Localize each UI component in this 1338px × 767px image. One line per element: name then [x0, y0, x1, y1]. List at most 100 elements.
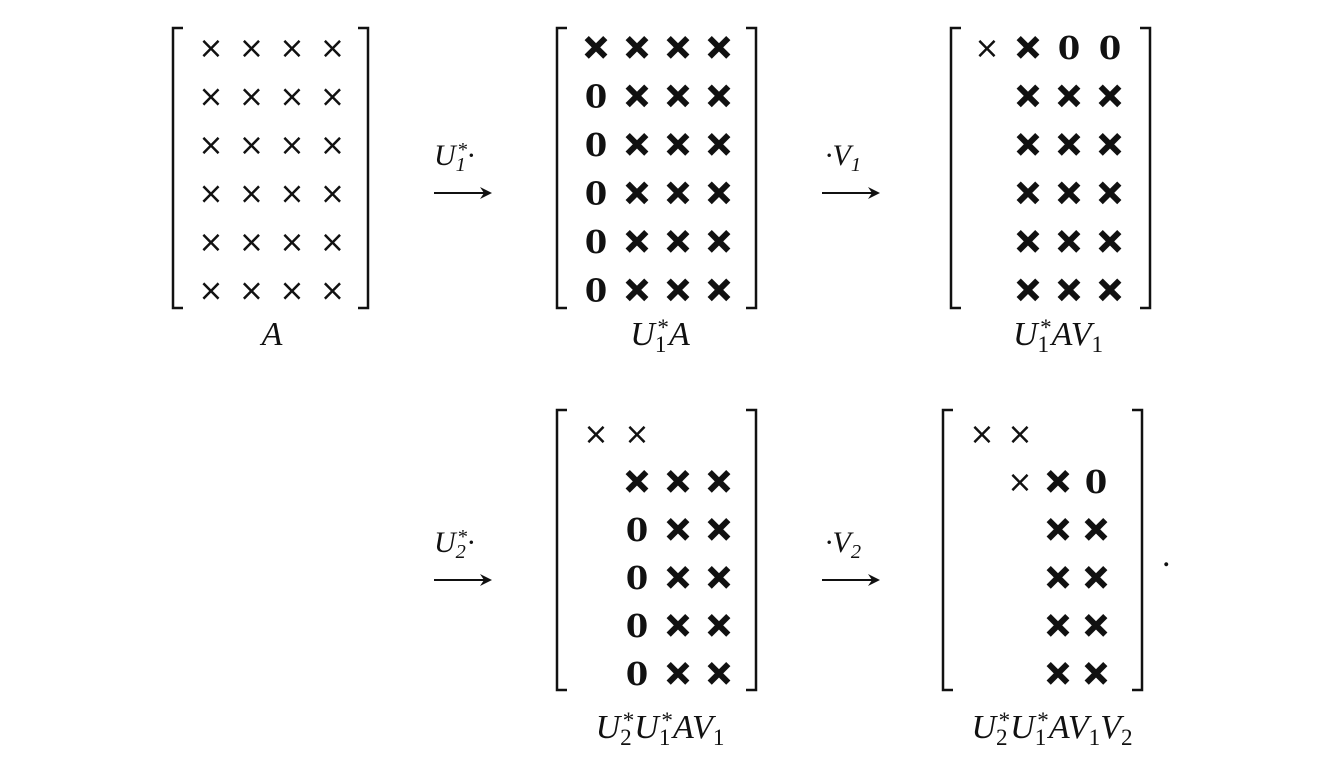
matrix-entry-bold-x: × [705, 653, 734, 693]
matrix-entry-x: × [279, 128, 304, 163]
matrix-entry-bold-x: × [1055, 124, 1084, 164]
matrix-entry-bold-x: × [1014, 76, 1043, 116]
arrow-label: U1*· [434, 139, 475, 176]
matrix-entry-x: × [279, 274, 304, 309]
matrix-entry-bold-x: × [705, 221, 734, 261]
matrix-entry-x: × [624, 417, 649, 452]
matrix-entry-bold-x: × [664, 605, 693, 645]
matrix-entry-bold-x: × [1044, 461, 1073, 501]
matrix-entry-x: × [279, 31, 304, 66]
matrix-entry-x: × [279, 177, 304, 212]
matrix-entry-bold-x: × [1014, 124, 1043, 164]
arrow-label: ·V1 [825, 139, 861, 176]
matrix-entry-bold-x: × [1014, 270, 1043, 310]
matrix-entry-bold-x: × [623, 124, 652, 164]
right-bracket [358, 26, 370, 310]
matrix-entry-zero: 0 [626, 559, 648, 597]
matrix-entry-bold-x: × [705, 605, 734, 645]
arrow-head [480, 187, 492, 199]
matrix-entry-bold-x: × [1055, 270, 1084, 310]
matrix-entry-x: × [1007, 417, 1032, 452]
left-bracket [941, 408, 953, 692]
matrix-entry-x: × [279, 80, 304, 115]
matrix-entry-x: × [198, 31, 223, 66]
matrix-entry-x: × [239, 31, 264, 66]
matrix-caption: U1*A [630, 315, 690, 358]
arrow-head [868, 187, 880, 199]
matrix-entry-bold-x: × [1014, 173, 1043, 213]
matrix-entry-zero: 0 [1058, 29, 1080, 67]
matrix-entry-bold-x: × [623, 461, 652, 501]
matrix-entry-bold-x: × [705, 509, 734, 549]
matrix-entry-bold-x: × [1055, 76, 1084, 116]
matrix-entry-zero: 0 [626, 607, 648, 645]
matrix-entry-x: × [198, 177, 223, 212]
matrix-entry-zero: 0 [585, 126, 607, 164]
matrix-entry-bold-x: × [664, 653, 693, 693]
matrix-entry-x: × [320, 80, 345, 115]
matrix-m2: ××××0×××0×××0×××0×××0×××U1*A [555, 26, 758, 358]
matrix-entry-zero: 0 [1099, 29, 1121, 67]
matrix-caption: U1*AV1 [1013, 315, 1103, 358]
matrix-entry-bold-x: × [1044, 653, 1073, 693]
matrix-m1: ××××××××××××××××××××××××A [171, 26, 370, 353]
matrix-entry-bold-x: × [705, 173, 734, 213]
matrix-entry-x: × [239, 177, 264, 212]
matrix-entry-bold-x: × [664, 27, 693, 67]
matrix-entry-x: × [320, 177, 345, 212]
matrix-entry-x: × [320, 274, 345, 309]
matrix-entry-bold-x: × [623, 76, 652, 116]
arrow-a3: U2*· [434, 526, 492, 586]
matrix-entry-zero: 0 [585, 175, 607, 213]
matrix-m5: ××××0××××××××U2*U1*AV1V2 [941, 408, 1144, 751]
matrix-entry-x: × [583, 417, 608, 452]
matrix-entry-bold-x: × [1096, 270, 1125, 310]
matrices-layer: × × × × × × × × × × × × × × × × × × × × × × × × A × × × × 0 × × × 0 × × × 0 × ×… [171, 26, 1152, 751]
right-bracket [746, 408, 758, 692]
matrix-entry-bold-x: × [623, 221, 652, 261]
matrix-entry-x: × [198, 274, 223, 309]
left-bracket [171, 26, 183, 310]
left-bracket [555, 408, 567, 692]
matrix-entry-x: × [198, 80, 223, 115]
matrix-entry-bold-x: × [1096, 221, 1125, 261]
matrix-entry-bold-x: × [1055, 173, 1084, 213]
matrix-entry-bold-x: × [1055, 221, 1084, 261]
arrow-label: ·V2 [825, 526, 861, 563]
matrix-entry-bold-x: × [582, 27, 611, 67]
matrix-entry-x: × [239, 225, 264, 260]
matrix-entry-x: × [239, 80, 264, 115]
right-bracket [1132, 408, 1144, 692]
matrix-entry-bold-x: × [1044, 509, 1073, 549]
matrix-entry-bold-x: × [623, 173, 652, 213]
matrix-entry-bold-x: × [1014, 221, 1043, 261]
matrix-entry-zero: 0 [1085, 463, 1107, 501]
arrow-a1: U1*· [434, 139, 492, 199]
matrix-entry-zero: 0 [626, 511, 648, 549]
matrix-entry-bold-x: × [1082, 653, 1111, 693]
matrix-entry-bold-x: × [664, 270, 693, 310]
matrix-entry-x: × [279, 225, 304, 260]
matrix-caption: A [260, 316, 283, 353]
matrix-entry-bold-x: × [664, 509, 693, 549]
matrix-entry-x: × [198, 225, 223, 260]
matrix-entry-bold-x: × [664, 173, 693, 213]
matrix-entry-bold-x: × [664, 221, 693, 261]
matrix-entry-bold-x: × [705, 27, 734, 67]
matrix-entry-bold-x: × [1082, 605, 1111, 645]
matrix-entry-bold-x: × [664, 76, 693, 116]
arrow-label: U2*· [434, 526, 475, 563]
matrix-entry-bold-x: × [705, 461, 734, 501]
arrow-head [480, 574, 492, 586]
matrix-entry-bold-x: × [1044, 557, 1073, 597]
matrix-entry-bold-x: × [1096, 124, 1125, 164]
arrow-head [868, 574, 880, 586]
matrix-entry-x: × [320, 225, 345, 260]
trailing-period: . [1162, 537, 1171, 574]
matrix-entry-x: × [198, 128, 223, 163]
left-bracket [949, 26, 961, 310]
matrix-entry-zero: 0 [585, 272, 607, 310]
